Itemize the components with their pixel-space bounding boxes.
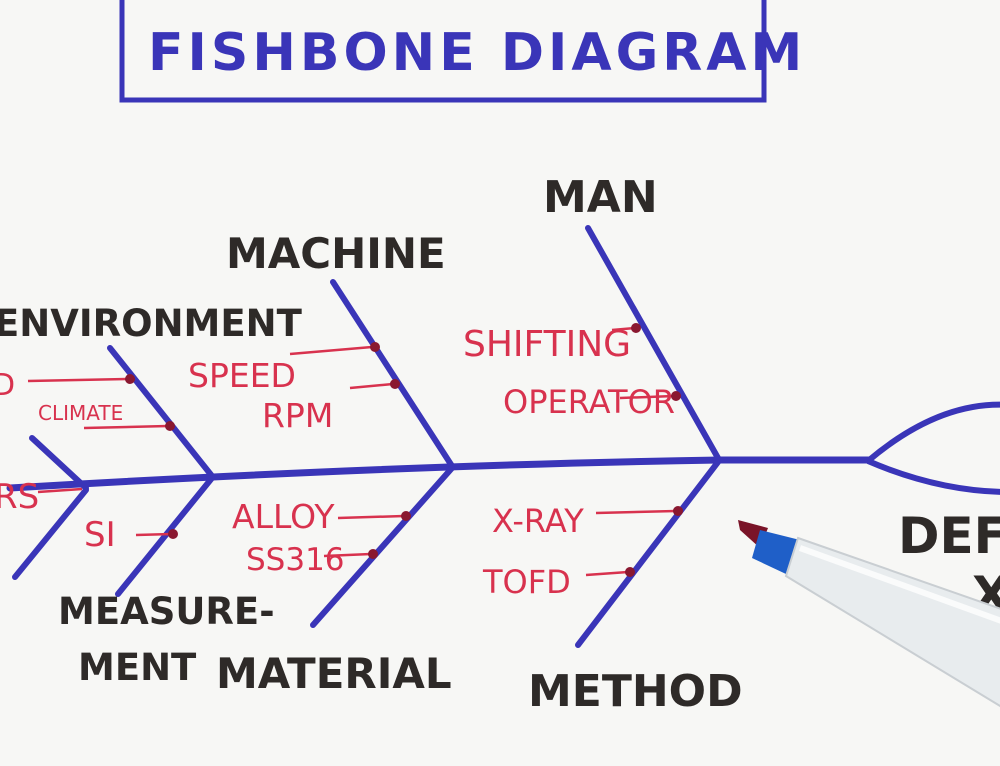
fish-head-top xyxy=(866,401,1000,464)
cause-climate: CLIMATE xyxy=(38,401,123,425)
label-material: MATERIAL xyxy=(216,649,452,698)
leader-alloy xyxy=(337,514,405,520)
label-machine: MACHINE xyxy=(226,229,446,278)
dot-xray xyxy=(673,506,683,516)
leader-rpm xyxy=(349,382,394,390)
cause-environment-partial: D xyxy=(0,368,15,403)
dot-rpm xyxy=(390,379,400,389)
leader-tofd xyxy=(585,570,629,577)
fish-head-bottom xyxy=(866,458,1000,495)
bone-method xyxy=(575,459,721,648)
cause-tofd: TOFD xyxy=(482,563,571,601)
bone-left-lower xyxy=(12,487,89,580)
marker-collar xyxy=(752,530,800,574)
cause-xray: X-RAY xyxy=(492,502,584,540)
bone-man xyxy=(585,225,721,461)
head-label-line1: DEF xyxy=(898,507,1000,565)
bone-left-small xyxy=(29,435,89,491)
leader-operator xyxy=(619,394,675,400)
dot-ss316 xyxy=(368,549,378,559)
dot-si xyxy=(168,529,178,539)
bone-environment xyxy=(107,345,215,479)
title-text: FISHBONE DIAGRAM xyxy=(148,23,806,83)
label-environment: ENVIRONMENT xyxy=(0,302,303,345)
leader-environment-partial xyxy=(27,377,128,383)
cause-speed: SPEED xyxy=(188,356,296,395)
bone-machine xyxy=(330,279,455,469)
dot-operator xyxy=(671,391,681,401)
leader-ss316 xyxy=(323,552,372,558)
cause-ss316: SS316 xyxy=(246,542,345,578)
fishbone-spine xyxy=(6,456,874,492)
dot-environment-partial xyxy=(125,374,135,384)
marker-barrel xyxy=(784,536,1000,708)
dot-climate xyxy=(165,421,175,431)
leader-climate xyxy=(83,424,169,430)
bone-material xyxy=(310,465,455,628)
title-box xyxy=(119,0,767,103)
leader-si xyxy=(135,532,173,537)
cause-rpm: RPM xyxy=(262,396,333,435)
label-measurement-line2: MENT xyxy=(78,646,197,689)
cause-alloy: ALLOY xyxy=(232,497,335,536)
marker-highlight xyxy=(798,545,1000,624)
leader-speed xyxy=(289,345,373,356)
dot-shifting xyxy=(631,323,641,333)
dot-tofd xyxy=(625,567,635,577)
cause-measurement-partial: RS xyxy=(0,477,39,517)
cause-shifting: SHIFTING xyxy=(463,324,631,365)
leader-measurement-partial xyxy=(37,487,83,494)
dot-speed xyxy=(370,342,380,352)
label-method: METHOD xyxy=(528,666,743,717)
leader-xray xyxy=(595,509,677,515)
label-man: MAN xyxy=(543,172,658,223)
cause-si: SI xyxy=(84,515,116,555)
label-measurement-line1: MEASURE- xyxy=(58,590,275,633)
cause-operator: OPERATOR xyxy=(503,383,675,421)
dot-alloy xyxy=(401,511,411,521)
bone-measurement xyxy=(115,475,215,597)
marker-pen xyxy=(738,520,1000,708)
